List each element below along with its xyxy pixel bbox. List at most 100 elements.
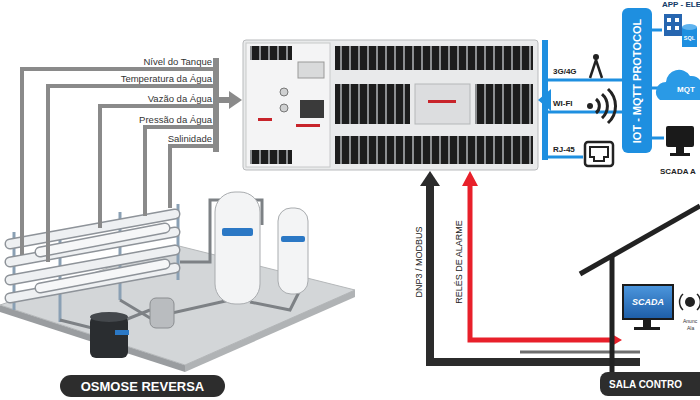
pressure-tank xyxy=(215,192,260,304)
sensor-arrowhead xyxy=(229,91,242,109)
signal-label: Pressão da Água xyxy=(139,115,212,125)
sound-arc xyxy=(680,294,683,310)
membrane-tubes xyxy=(10,214,175,298)
cloud-link xyxy=(652,137,664,140)
protocol-arrowhead xyxy=(420,171,440,186)
sensor-wire xyxy=(100,106,215,228)
pc-icon xyxy=(666,126,694,156)
network-branch xyxy=(545,111,622,114)
database-top xyxy=(682,24,697,30)
building xyxy=(664,14,682,36)
sensor-wires xyxy=(22,69,215,262)
node-text: SALA CONTRO xyxy=(609,379,682,390)
drum-label xyxy=(115,330,129,335)
antenna-tip xyxy=(593,54,599,60)
brand-mark xyxy=(258,118,272,121)
terminal-block xyxy=(475,84,533,124)
rj45-body xyxy=(585,142,613,166)
ground-line xyxy=(520,351,640,354)
sensor-wire xyxy=(170,146,215,208)
protocol-cable xyxy=(430,184,640,362)
osmosis-plant xyxy=(0,192,355,372)
antenna-mast xyxy=(590,60,602,78)
monitor-stand xyxy=(643,319,651,327)
control-room xyxy=(580,206,700,372)
tube-outline xyxy=(40,264,165,288)
controller-body xyxy=(243,40,538,170)
display xyxy=(298,62,324,78)
brand-mark xyxy=(428,100,456,103)
signal-label: Vazão da Água xyxy=(148,94,212,104)
rj45-socket xyxy=(590,147,608,161)
rj45-icon xyxy=(585,142,613,166)
filter-tank xyxy=(278,208,308,294)
pc-monitor xyxy=(666,126,694,147)
pc-stand xyxy=(676,147,684,153)
drum-top xyxy=(90,312,128,322)
signal-label: Anunc xyxy=(683,319,697,324)
ethernet-port xyxy=(300,100,324,118)
window xyxy=(675,26,679,30)
wifi-icon xyxy=(587,89,616,123)
terminal-block xyxy=(335,136,533,164)
brand-mark xyxy=(296,124,320,127)
monitor-base xyxy=(634,327,660,330)
signal-label: Temperatura da Água xyxy=(121,74,212,84)
room-tag: SALA CONTRO xyxy=(600,372,700,396)
membrane-tube xyxy=(40,228,165,252)
selector-dial xyxy=(280,104,288,112)
cpu-module xyxy=(246,43,330,167)
alarm-arrowhead xyxy=(462,171,478,186)
signal-label: SCADA A xyxy=(660,168,696,176)
terminal-block xyxy=(250,150,292,164)
selector-dial xyxy=(280,88,288,96)
wifi-arc xyxy=(596,99,599,113)
io-module xyxy=(415,84,470,124)
alarm-cable xyxy=(470,184,612,340)
protocol-band: IOT - MQTT PROTOCOL xyxy=(622,8,652,153)
membrane-tube xyxy=(40,264,165,288)
signal-label: 3G/4G xyxy=(553,68,577,76)
signal-label: MQT xyxy=(677,86,695,94)
window xyxy=(675,18,679,22)
terminal-block xyxy=(335,84,410,124)
signal-label: WI-FI xyxy=(553,100,573,108)
sensor-wire xyxy=(22,69,215,255)
sensor-wire xyxy=(145,127,215,216)
window xyxy=(667,18,671,22)
wifi-arc xyxy=(608,89,616,123)
node-text: OSMOSE REVERSA xyxy=(81,379,205,394)
network-branch xyxy=(545,156,583,159)
sensor-wire xyxy=(48,86,215,262)
controller xyxy=(243,40,538,170)
sensor-arrow-shaft xyxy=(216,97,230,103)
wall xyxy=(610,257,615,372)
sensor-collector xyxy=(213,58,219,152)
signal-label: Ala xyxy=(687,326,694,331)
antenna-icon xyxy=(590,54,602,78)
cable-label: DNP3 / MODBUS xyxy=(415,226,424,297)
network-arrowhead xyxy=(538,89,551,111)
signal-label: APP - ELE xyxy=(662,1,700,9)
wifi-arc xyxy=(602,94,607,118)
cloud-icon xyxy=(656,70,700,100)
cloud-link xyxy=(652,29,662,32)
title-tag: OSMOSE REVERSA xyxy=(60,375,225,397)
speaker xyxy=(685,297,695,307)
node-text: IOT - MQTT PROTOCOL xyxy=(631,18,643,142)
network-branch xyxy=(545,79,622,82)
tube-outline xyxy=(40,228,165,252)
pc-base xyxy=(670,153,690,156)
chemical-drum xyxy=(90,316,128,358)
window xyxy=(667,26,671,30)
dosing-drum xyxy=(150,298,174,328)
node-text: SCADA xyxy=(632,297,664,307)
wifi-dot xyxy=(587,103,593,109)
roof xyxy=(580,206,700,274)
signal-label: RJ-45 xyxy=(553,146,575,154)
terminal-block xyxy=(250,46,292,60)
signal-label: SQL xyxy=(684,36,695,42)
sound-arc xyxy=(697,294,700,310)
terminal-block xyxy=(335,46,533,70)
